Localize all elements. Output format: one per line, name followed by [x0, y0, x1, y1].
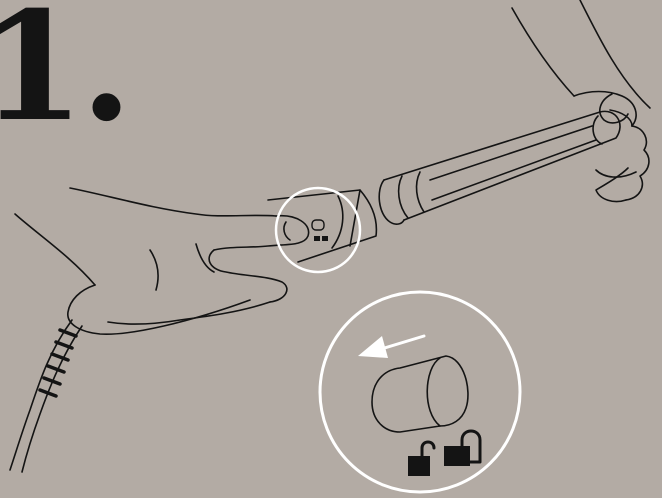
- step-number: 1.: [0, 0, 133, 155]
- lock-icon: [444, 429, 482, 466]
- cap-tube-icon: [378, 110, 621, 225]
- hand-right-icon: [511, 0, 651, 203]
- focus-circle: [274, 186, 362, 274]
- unlock-icon: [408, 440, 436, 476]
- cable: [9, 319, 83, 473]
- arrow-left-icon: [358, 334, 426, 358]
- hand-left-icon: [14, 187, 310, 325]
- slider-button-icon: [371, 355, 469, 433]
- device-handle-icon: [67, 189, 378, 335]
- detail-circle: [318, 290, 522, 494]
